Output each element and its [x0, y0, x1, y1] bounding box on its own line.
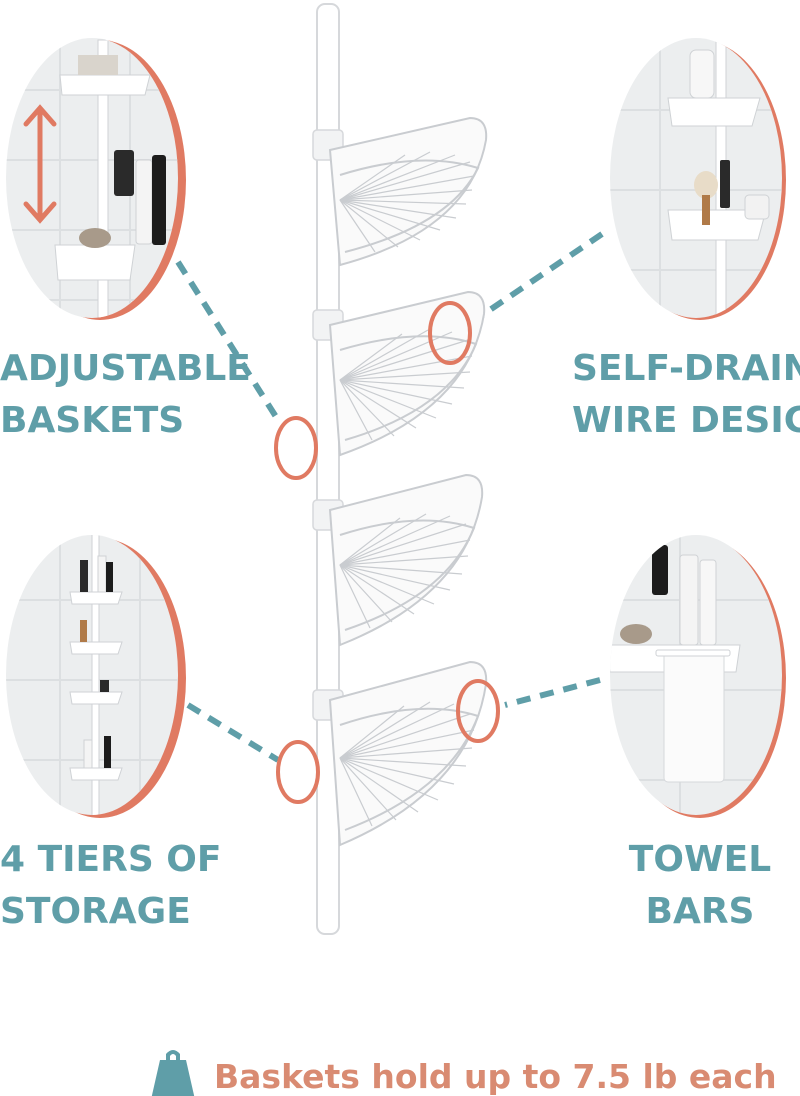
basket-3	[328, 473, 484, 647]
footer-note: Baskets hold up to 7.5 lb each	[150, 1040, 777, 1096]
weight-icon	[151, 1050, 195, 1096]
footer-text: Baskets hold up to 7.5 lb each	[214, 1056, 777, 1096]
feature-label-line2: WIRE DESIGN	[572, 400, 800, 441]
basket-4	[328, 660, 488, 847]
feature-label-line2: STORAGE	[0, 891, 191, 932]
callout-lines	[175, 231, 604, 763]
wire-baskets	[328, 116, 488, 847]
feature-label-line1: SELF-DRAINING	[572, 348, 800, 389]
feature-label-line1: 4 TIERS OF	[0, 839, 222, 880]
feature-label-line2: BASKETS	[0, 400, 185, 441]
feature-label-line1: TOWEL	[628, 839, 772, 880]
inset-tiers-photo	[6, 535, 186, 818]
feature-label-line1: ADJUSTABLE	[0, 348, 251, 389]
inset-adjustable-photo	[6, 38, 186, 320]
basket-1	[328, 116, 488, 267]
inset-draining-photo	[610, 38, 786, 320]
feature-label-line2: BARS	[645, 891, 755, 932]
highlight-circles	[274, 301, 500, 804]
feature-label-adjustable: ADJUSTABLE BASKETS	[0, 343, 251, 447]
basket-2	[328, 290, 486, 457]
feature-label-towel: TOWEL BARS	[600, 834, 800, 938]
inset-towel-photo	[610, 535, 786, 818]
feature-label-draining: SELF-DRAINING WIRE DESIGN	[572, 343, 800, 447]
feature-label-tiers: 4 TIERS OF STORAGE	[0, 834, 222, 938]
